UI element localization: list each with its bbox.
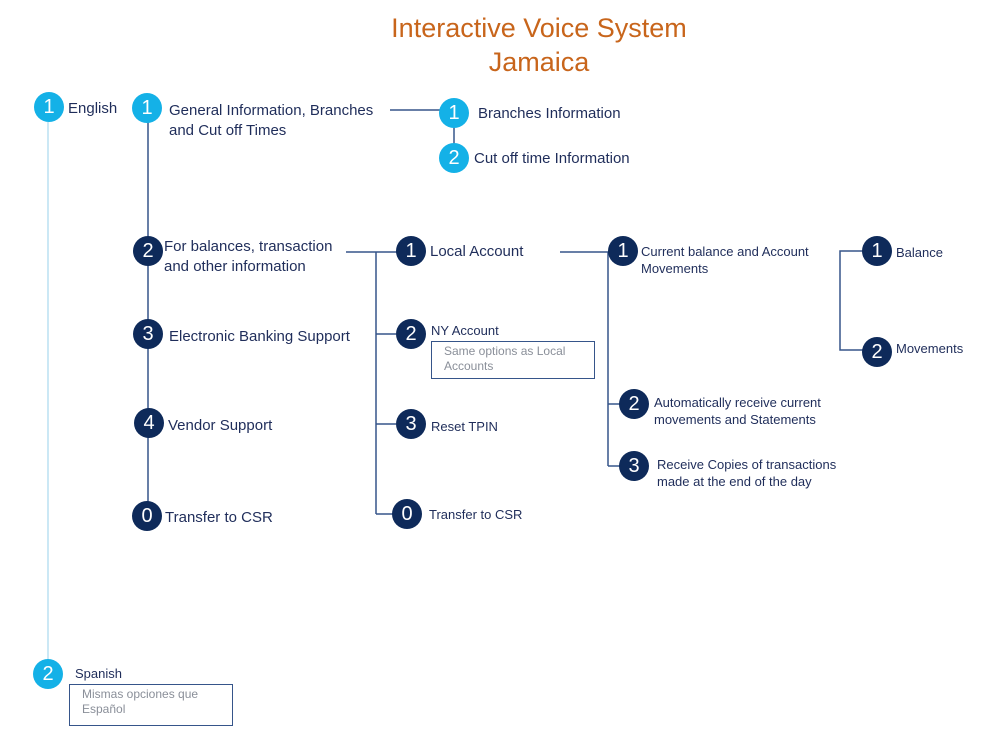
ny-account-note: Same options as Local Accounts [431, 341, 595, 379]
level5-connector [839, 250, 876, 351]
option-node-branches[interactable]: 1 [439, 98, 469, 128]
option-node-sub-transfer-csr[interactable]: 0 [392, 499, 422, 529]
option-label-balances-1: For balances, transaction [164, 238, 333, 255]
option-label-spanish: Spanish [75, 666, 122, 681]
spanish-note: Mismas opciones que Español [69, 684, 233, 726]
option-label-transfer-csr: Transfer to CSR [165, 509, 273, 526]
option-label-auto-receive-1: Automatically receive current [654, 395, 821, 410]
option-label-auto-receive-2: movements and Statements [654, 412, 816, 427]
option-label-general-info-2: and Cut off Times [169, 122, 287, 139]
page-title: Interactive Voice System [391, 13, 687, 43]
option-node-local-account[interactable]: 1 [396, 236, 426, 266]
option-node-balance[interactable]: 1 [862, 236, 892, 266]
option-label-english: English [68, 100, 118, 117]
option-node-movements[interactable]: 2 [862, 337, 892, 367]
option-label-general-info-1: General Information, Branches [169, 102, 374, 119]
ny-account-note-line1: Same options as Local [444, 344, 566, 358]
option-node-vendor[interactable]: 4 [134, 408, 164, 438]
option-node-general-info[interactable]: 1 [132, 93, 162, 123]
option-label-movements: Movements [896, 341, 964, 356]
option-node-ny-account[interactable]: 2 [396, 319, 426, 349]
option-node-ebanking[interactable]: 3 [133, 319, 163, 349]
option-node-cutoff[interactable]: 2 [439, 143, 469, 173]
option-node-auto-receive[interactable]: 2 [619, 389, 649, 419]
option-node-balances[interactable]: 2 [133, 236, 163, 266]
ny-account-note-line2: Accounts [444, 359, 494, 373]
spanish-note-line2: Español [82, 702, 126, 716]
option-node-spanish[interactable]: 2 [33, 659, 63, 689]
spanish-note-line1: Mismas opciones que [82, 687, 199, 701]
option-label-current-balance-2: Movements [641, 261, 709, 276]
option-label-cutoff: Cut off time Information [474, 150, 630, 167]
option-label-ny-account: NY Account [431, 323, 499, 338]
option-label-reset-tpin: Reset TPIN [431, 419, 498, 434]
option-label-copies-2: made at the end of the day [657, 474, 812, 489]
option-label-vendor: Vendor Support [168, 417, 273, 434]
option-label-balances-2: and other information [164, 258, 306, 275]
option-node-current-balance[interactable]: 1 [608, 236, 638, 266]
option-node-english[interactable]: 1 [34, 92, 64, 122]
option-label-balance: Balance [896, 245, 943, 260]
option-node-reset-tpin[interactable]: 3 [396, 409, 426, 439]
option-label-local-account: Local Account [430, 243, 524, 260]
option-node-copies[interactable]: 3 [619, 451, 649, 481]
page-subtitle: Jamaica [488, 47, 590, 77]
option-node-transfer-csr[interactable]: 0 [132, 501, 162, 531]
option-label-branches: Branches Information [478, 105, 621, 122]
option-label-sub-transfer-csr: Transfer to CSR [429, 507, 523, 522]
option-label-current-balance-1: Current balance and Account [641, 244, 809, 259]
option-label-ebanking: Electronic Banking Support [169, 328, 350, 345]
option-label-copies-1: Receive Copies of transactions [657, 457, 837, 472]
